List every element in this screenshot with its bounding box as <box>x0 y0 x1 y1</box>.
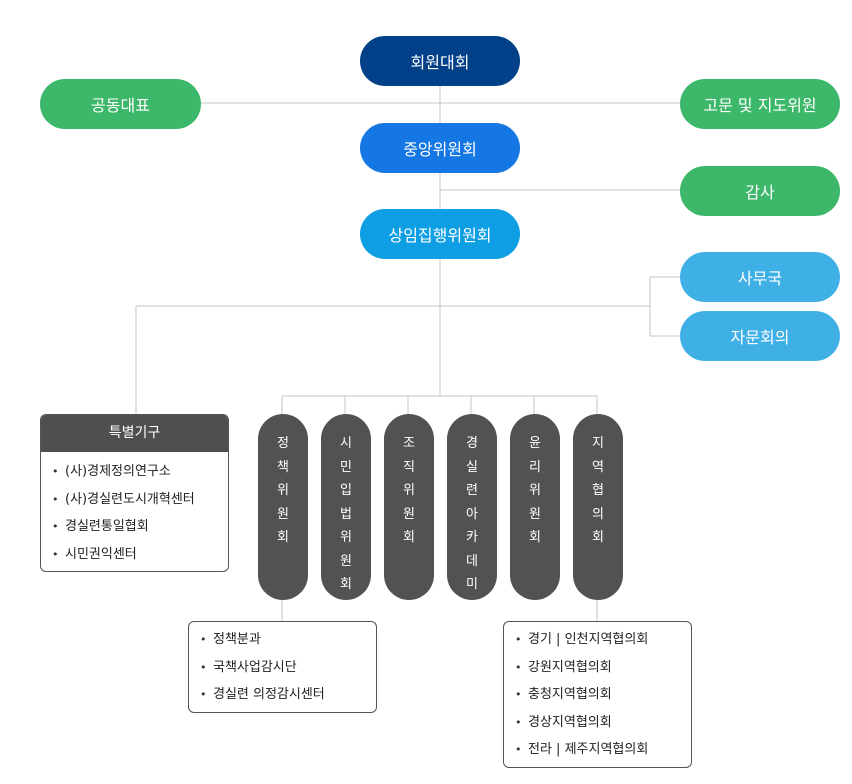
special-bodies-box: 특별기구 (사)경제정의연구소 (사)경실련도시개혁센터 경실련통일협회 시민권… <box>40 414 229 572</box>
committee-char: 카 <box>466 530 478 545</box>
committee-char: 회 <box>592 530 604 545</box>
advisors-node: 고문 및 지도위원 <box>680 79 840 129</box>
committee-char: 아 <box>466 506 478 522</box>
list-item: 경기 | 인천지역협의회 <box>504 626 691 654</box>
co-representatives-node: 공동대표 <box>40 79 201 129</box>
committee-char: 경 <box>466 436 478 451</box>
committee-char: 지 <box>592 436 604 451</box>
committee-char: 데 <box>466 553 478 569</box>
advisory-council-node: 자문회의 <box>680 311 840 361</box>
committee-char: 원 <box>403 506 415 522</box>
committee-char: 회 <box>277 530 289 545</box>
committee-char: 리 <box>529 459 541 475</box>
committee-char: 협 <box>592 483 604 498</box>
special-bodies-title: 특별기구 <box>41 415 228 452</box>
committee-char: 실 <box>466 459 478 475</box>
committee-char: 원 <box>340 553 352 569</box>
list-item: 충청지역협의회 <box>504 681 691 709</box>
audit-node: 감사 <box>680 166 840 216</box>
list-item: 경실련 의정감시센터 <box>189 681 376 709</box>
committee-char: 민 <box>340 459 352 475</box>
committee-char: 위 <box>403 483 415 498</box>
committee-char: 미 <box>466 577 478 592</box>
policy-subunits-box: 정책분과 국책사업감시단 경실련 의정감시센터 <box>188 621 377 713</box>
committee-char: 위 <box>340 530 352 545</box>
committee-char: 련 <box>466 483 478 498</box>
central-committee-node: 중앙위원회 <box>360 123 520 173</box>
committee-char: 의 <box>592 506 604 522</box>
secretariat-node: 사무국 <box>680 252 840 302</box>
committee-char: 조 <box>403 436 415 451</box>
node-label: 자문회의 <box>730 328 790 347</box>
committee-char: 회 <box>403 530 415 545</box>
committee-char: 법 <box>340 506 352 522</box>
list-item: 정책분과 <box>189 626 376 654</box>
committee-char: 직 <box>403 459 415 475</box>
list-item: 시민권익센터 <box>41 541 228 569</box>
list-item: 경상지역협의회 <box>504 709 691 737</box>
node-label: 감사 <box>745 183 775 202</box>
committee-char: 역 <box>592 459 604 475</box>
list-item: (사)경실련도시개혁센터 <box>41 486 228 514</box>
executive-committee-node: 상임집행위원회 <box>360 209 520 259</box>
committee-char: 시 <box>340 436 352 451</box>
list-item: 전라 | 제주지역협의회 <box>504 736 691 764</box>
list-item: 강원지역협의회 <box>504 654 691 682</box>
committee-char: 원 <box>277 506 289 522</box>
node-label: 고문 및 지도위원 <box>703 96 817 115</box>
list-item: 국책사업감시단 <box>189 654 376 682</box>
regional-subunits-box: 경기 | 인천지역협의회 강원지역협의회 충청지역협의회 경상지역협의회 전라 … <box>503 621 692 768</box>
committee-char: 위 <box>277 483 289 498</box>
committee-char: 입 <box>340 483 352 498</box>
committee-char: 회 <box>340 577 352 592</box>
node-label: 중앙위원회 <box>403 140 477 159</box>
committee-char: 정 <box>277 436 289 451</box>
committee-char: 윤 <box>529 436 541 451</box>
committee-char: 책 <box>277 459 289 475</box>
node-label: 상임집행위원회 <box>388 226 492 245</box>
general-assembly-node: 회원대회 <box>360 36 520 86</box>
node-label: 사무국 <box>737 269 783 288</box>
committee-char: 회 <box>529 530 541 545</box>
committee-char: 원 <box>529 506 541 522</box>
list-item: 경실련통일협회 <box>41 513 228 541</box>
committee-char: 위 <box>529 483 541 498</box>
node-label: 공동대표 <box>91 96 150 115</box>
node-label: 회원대회 <box>410 53 470 72</box>
list-item: (사)경제정의연구소 <box>41 458 228 486</box>
